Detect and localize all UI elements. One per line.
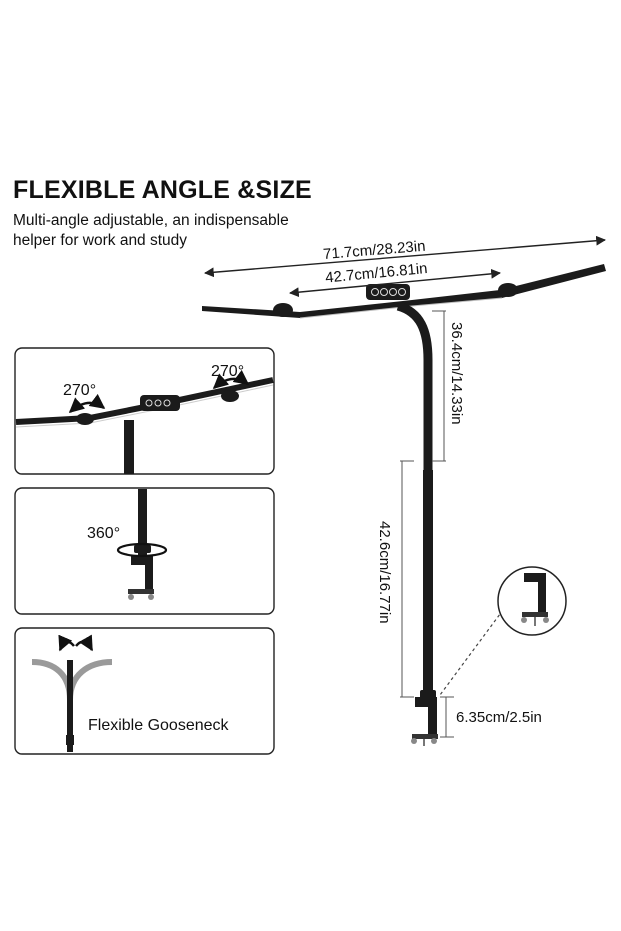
rotation-right-label: 270° [211, 363, 244, 380]
panel-hinge-rotation [14, 347, 275, 475]
hinge-right [498, 283, 518, 297]
total-width-arrow [204, 235, 606, 278]
dimension-lines [204, 235, 606, 738]
gooseneck-label: Flexible Gooseneck [88, 717, 230, 734]
gooseneck [396, 301, 433, 470]
rotation-left-label: 270° [63, 382, 96, 399]
lamp-clamp [415, 697, 437, 737]
upper-height-label: 36.4cm/14.33in [448, 322, 465, 425]
clamp-detail-inset [439, 566, 567, 696]
subtitle-line-2: helper for work and study [13, 232, 188, 249]
subtitle-line-1: Multi-angle adjustable, an indispensable [13, 212, 289, 229]
page-subtitle: Multi-angle adjustable, an indispensable… [13, 211, 289, 251]
panel-gooseneck [14, 627, 275, 755]
lamp-pole [423, 470, 433, 698]
lower-height-label: 42.6cm/16.77in [376, 521, 393, 624]
rotation-base-label: 360° [87, 525, 120, 542]
lamp-bar-left [202, 300, 412, 318]
bar-width-label: 42.7cm/16.81in [325, 260, 429, 287]
bar-width-arrow [289, 268, 501, 298]
panel-base-rotation [14, 487, 275, 615]
clamp-height-label: 6.35cm/2.5in [456, 709, 542, 726]
hinge-left [273, 303, 293, 317]
page-title: FLEXIBLE ANGLE &SIZE [13, 176, 312, 204]
